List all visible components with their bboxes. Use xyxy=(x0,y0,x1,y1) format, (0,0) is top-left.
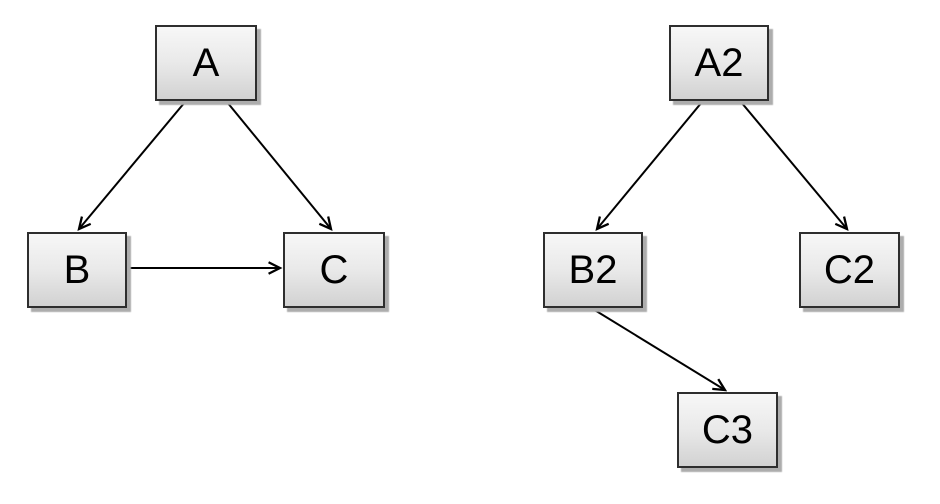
edge-a2-b2 xyxy=(597,101,703,229)
node-a: A xyxy=(155,25,257,101)
node-b2: B2 xyxy=(543,232,643,308)
node-c2: C2 xyxy=(799,232,900,308)
node-c-label: C xyxy=(319,248,349,292)
edge-a2-c2 xyxy=(740,101,847,229)
node-c2-label: C2 xyxy=(823,248,876,292)
node-b2-label: B2 xyxy=(568,248,618,292)
node-b: B xyxy=(27,232,127,308)
node-a2-label: A2 xyxy=(694,41,744,85)
edge-b2-c3 xyxy=(592,308,725,390)
edge-a-c xyxy=(226,101,331,229)
node-c3: C3 xyxy=(677,392,778,468)
node-c: C xyxy=(283,232,385,308)
node-a-label: A xyxy=(192,41,220,85)
node-c3-label: C3 xyxy=(701,408,754,452)
node-a2: A2 xyxy=(669,25,769,101)
edge-a-b xyxy=(79,101,186,229)
node-b-label: B xyxy=(63,248,91,292)
